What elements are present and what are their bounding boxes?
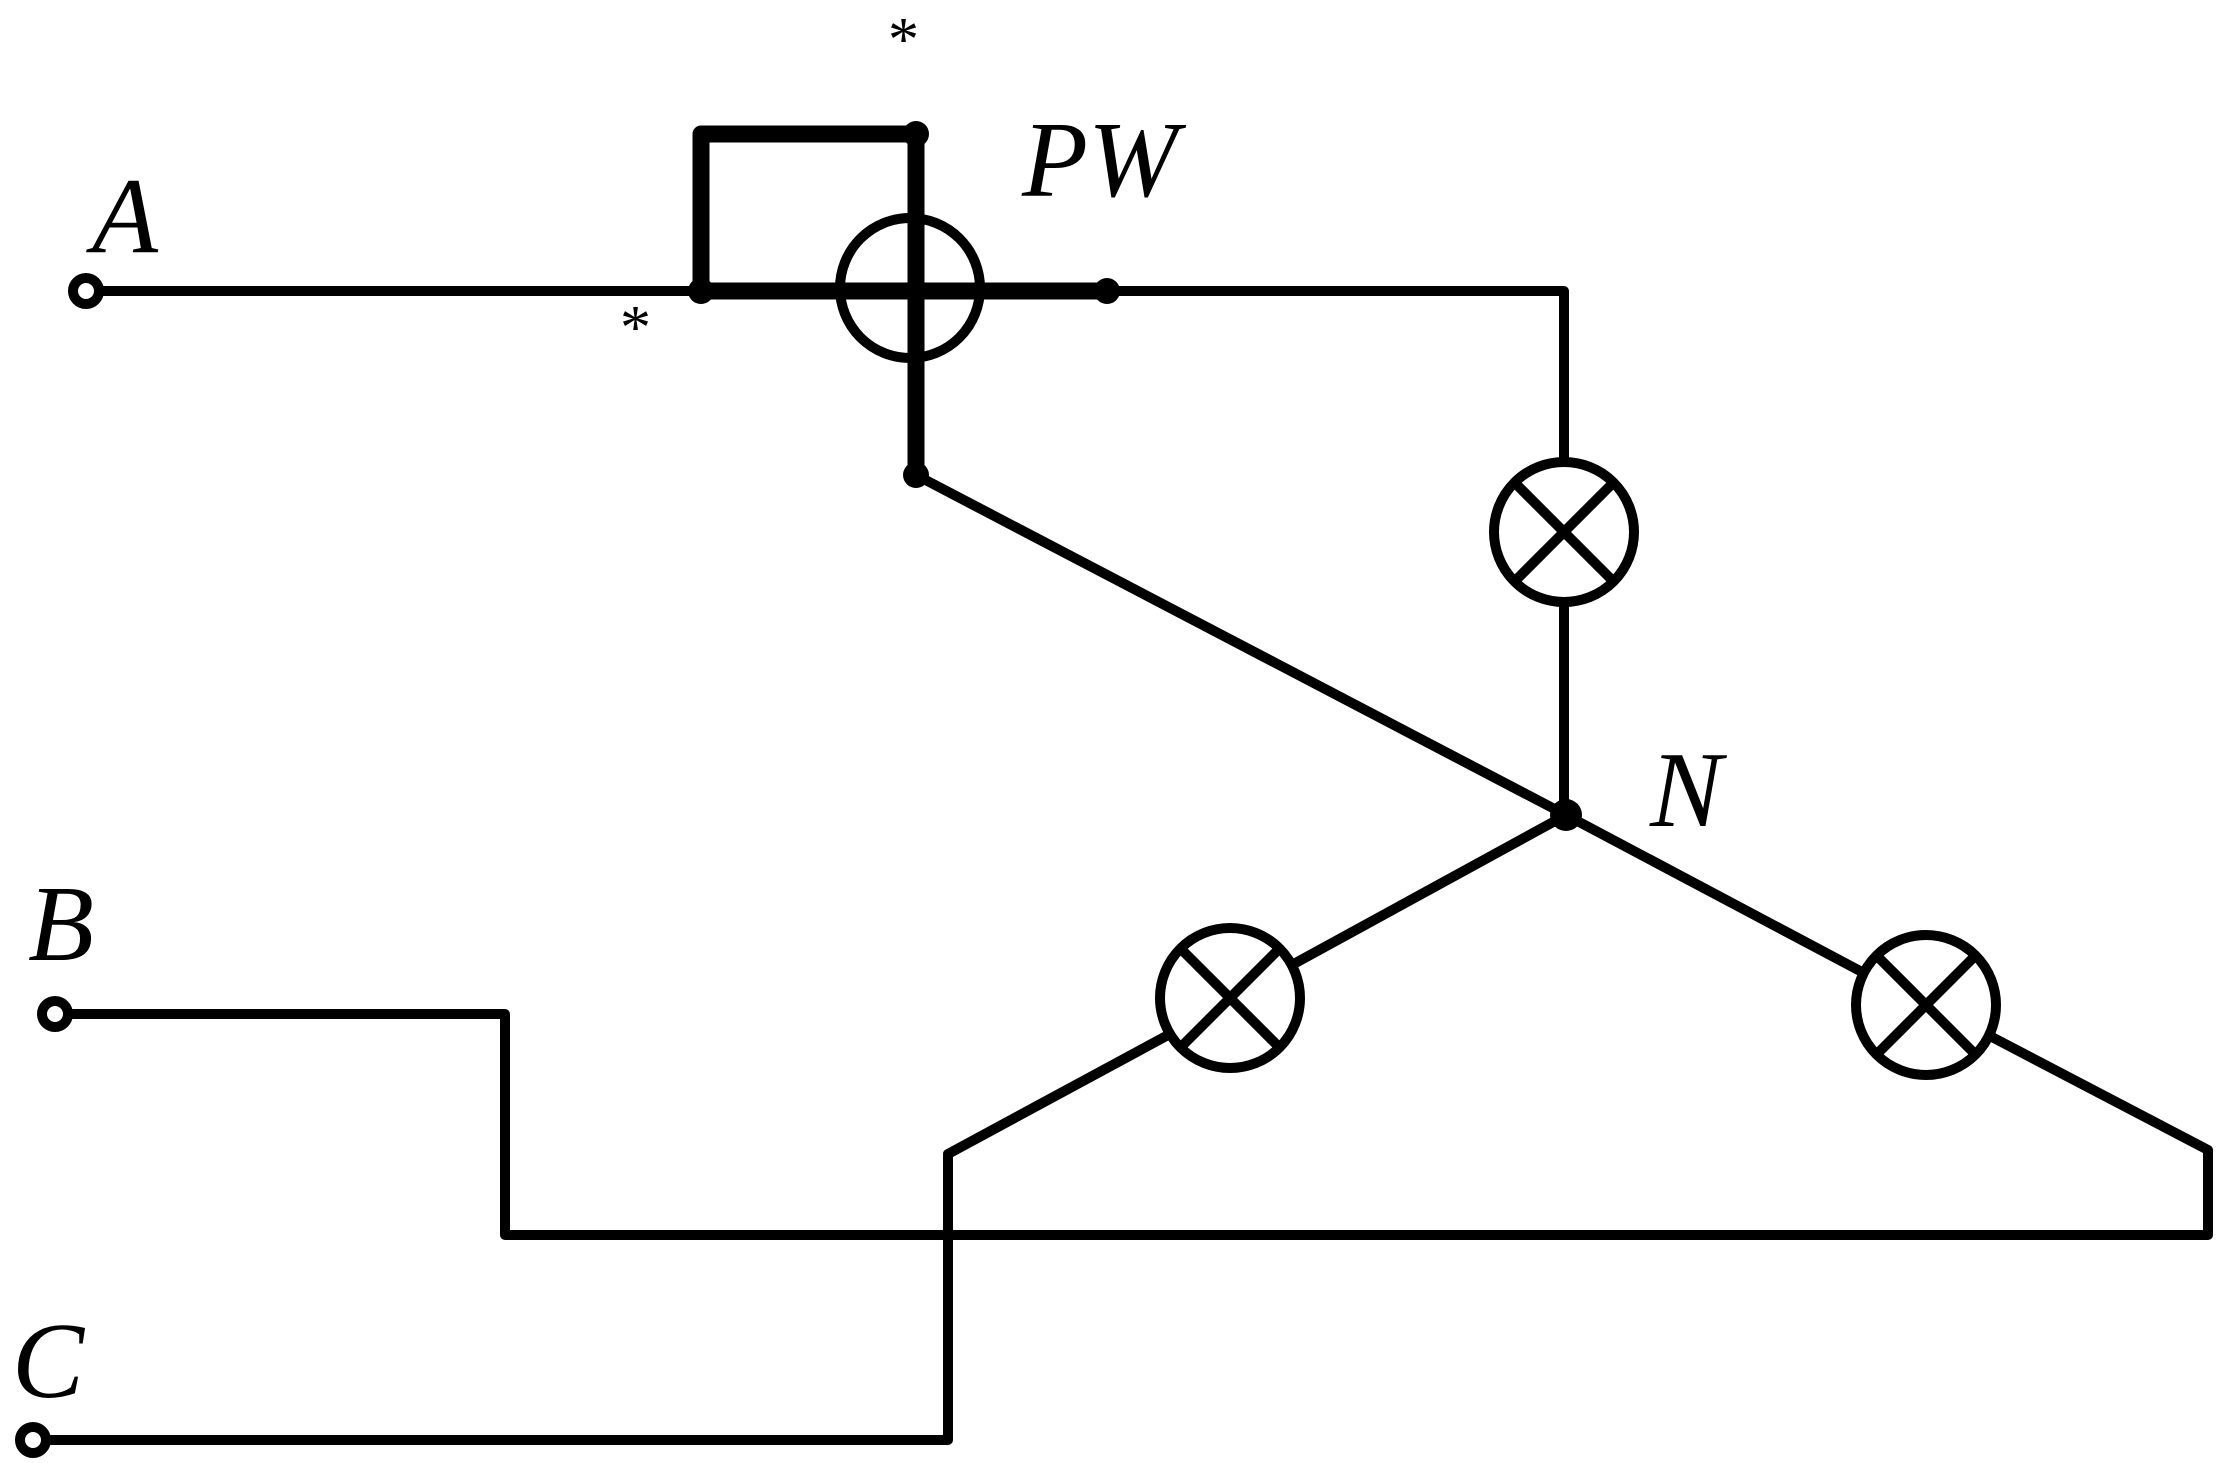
label-a: A	[86, 157, 159, 276]
phase-a-wiring	[83, 282, 1569, 820]
neutral-star-wiring	[1285, 799, 1867, 977]
wattmeter-terminal-current-in	[688, 278, 714, 304]
phase-c-line	[31, 1029, 1175, 1445]
terminal-b	[37, 996, 73, 1032]
lamp-a-cross-2	[1511, 479, 1617, 585]
neutral-to-lamp-b	[1285, 810, 1571, 971]
phase-a-line-to-lamp-a	[1102, 286, 1569, 467]
neutral-to-lamp-c	[1561, 810, 1867, 977]
neutral-point	[1550, 799, 1582, 831]
lamp-b-cross-2	[1177, 945, 1283, 1051]
voltage-coil-to-neutral	[911, 470, 1571, 820]
label-pw: PW	[1021, 101, 1187, 220]
wattmeter-terminal-voltage-top	[903, 121, 929, 147]
terminal-c	[15, 1422, 51, 1458]
phase-b-wiring	[53, 1009, 2213, 1240]
polarity-mark-voltage-coil: *	[888, 6, 919, 74]
wattmeter-pw	[688, 121, 1120, 488]
polarity-mark-current-coil: *	[620, 294, 651, 362]
phase-c-wiring	[31, 1029, 1175, 1445]
label-n: N	[1649, 731, 1728, 850]
phase-b-line	[53, 1009, 2213, 1240]
lamp-c	[1851, 930, 2001, 1080]
lamp-c-cross-2	[1873, 952, 1979, 1058]
wattmeter-terminal-current-out	[1094, 278, 1120, 304]
lamp-a	[1489, 457, 1639, 607]
label-c: C	[12, 1302, 86, 1421]
terminal-a	[68, 273, 104, 309]
wattmeter-voltage-lead-top	[692, 125, 925, 300]
label-b: B	[28, 865, 94, 984]
lamp-b	[1155, 923, 1305, 1073]
